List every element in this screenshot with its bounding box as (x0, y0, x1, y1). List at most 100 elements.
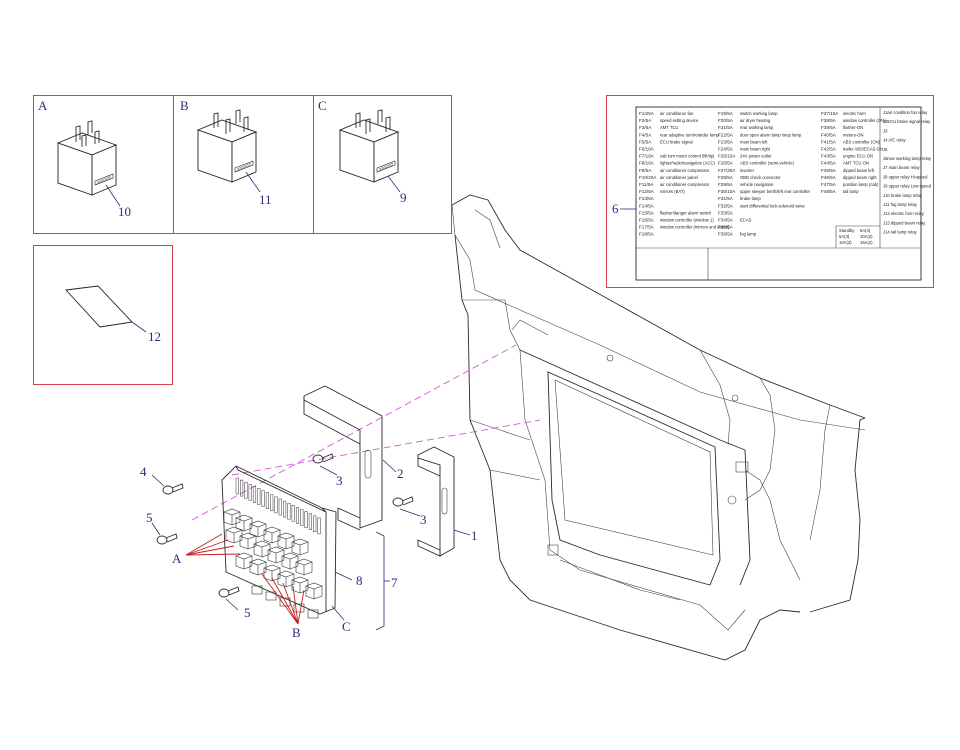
fuse-desc: main beam right (740, 147, 771, 152)
fuse-desc: OBD check connector (740, 175, 781, 180)
fuse-desc: ECAS (740, 218, 752, 223)
relay-icon-a (57, 132, 117, 196)
relay-block (277, 570, 295, 588)
fuse-code: F14/5A (639, 203, 655, 208)
fuse-code: F44/5A (821, 161, 837, 166)
callout-7: 7 (391, 575, 398, 590)
fuse-code: F15/5A (639, 210, 655, 215)
fuse-code: F34/5A (718, 218, 734, 223)
relay-entry: J4 A/C relay (883, 138, 906, 143)
relay-entry: J3 (883, 128, 888, 133)
relay-block (267, 546, 285, 564)
standby-left-1: 10A(3) (839, 240, 852, 245)
fuse-desc: flasher/danger alarm switch (660, 210, 712, 215)
relay-entry: J5 (883, 147, 888, 152)
callout-1: 1 (471, 528, 478, 543)
bracket-1: 1 (417, 446, 478, 557)
screw-4: 4 (140, 464, 184, 495)
fuse-code: F36/5A (718, 232, 734, 237)
fuse-desc: position lamp (cab) (843, 182, 879, 187)
fuse-code: F8/10A (639, 161, 655, 166)
fuse-code: F16/5A (639, 218, 655, 223)
relay-entry: J9 upper relay Low speed (883, 184, 932, 189)
fuse-code: F39/5A (821, 125, 837, 130)
fuse-desc: window controller (ON) (843, 118, 886, 123)
fuse-slot (240, 479, 244, 497)
fuse-slot (261, 490, 265, 507)
callout-2: 2 (397, 466, 404, 481)
relay-entry: J2ECU brake signal relay (883, 119, 931, 124)
relay-entry: J12 electric horn relay (883, 211, 925, 216)
fuse-desc: brake lamp (740, 196, 761, 201)
relay-panel-c: C 9 (313, 95, 452, 234)
callout-10: 10 (118, 204, 131, 219)
fuse-slot (235, 477, 239, 495)
fuse-code: F10/20A (639, 175, 657, 180)
fuse-slot (291, 505, 295, 522)
fuse-code: F35/5A (718, 225, 734, 230)
relay-entry: J1air condition fan relay (883, 110, 928, 115)
fuse-desc: ABS controller (semi-vehicle) (740, 161, 795, 166)
fuse-desc: tail lamp (843, 189, 859, 194)
callout-3b: 3 (420, 512, 427, 527)
fuse-code: F38/5A (821, 118, 837, 123)
callout-4: 4 (140, 464, 147, 479)
fuse-code: F28/5A (718, 175, 734, 180)
fuse-desc: speed setting device (660, 118, 699, 123)
fuse-slot (274, 496, 278, 514)
fuse-desc: 24V power outlet (740, 154, 772, 159)
fuse-code: F30/10A (718, 189, 736, 194)
callout-b: B (292, 625, 301, 640)
fuse-code: F46/5A (821, 175, 837, 180)
fuse-code: F21/5A (718, 125, 734, 130)
fuse-code: F27/20A (718, 168, 736, 173)
fuse-code: F40/5A (821, 132, 837, 137)
callout-11: 11 (259, 192, 272, 207)
assembly-line-2 (231, 419, 541, 476)
screw-5a: 5 (146, 510, 178, 545)
fuse-slot (304, 511, 308, 528)
relay-entry: J11 fog lamp relay (883, 202, 918, 207)
label-strip-panel: 12 (33, 245, 173, 385)
fuse-desc: air conditioner compressor (660, 168, 710, 173)
fuse-desc: window controller (window 1) (660, 218, 714, 223)
relay-block (295, 558, 313, 576)
callout-5a: 5 (146, 510, 153, 525)
fuse-desc: dipped beam right (843, 175, 877, 180)
screw-3a: 3 (312, 453, 343, 488)
fuse-code: F13/5A (639, 196, 655, 201)
connector-port (293, 603, 305, 613)
relay-entry: J13 dipped beam relay (883, 220, 926, 225)
relay-block (281, 552, 299, 570)
fuse-code: F32/5A (718, 203, 734, 208)
callout-12: 12 (148, 329, 161, 344)
standby-value-2: 15A(2) (860, 240, 873, 245)
relay-icon-c (339, 119, 399, 183)
fuse-code: F45/5A (821, 168, 837, 173)
standby-value-0: 5A(4) (860, 228, 871, 233)
fuse-code: F3/5A (639, 125, 652, 130)
fuse-slot (313, 515, 317, 533)
fuse-code: F5/5A (639, 139, 652, 144)
fuse-desc: air conditioner panel (660, 175, 698, 180)
fuse-code: F42/5A (821, 147, 837, 152)
label-strip-icon (65, 285, 133, 328)
callout-3a: 3 (336, 473, 343, 488)
fuse-desc: air dryer heating (740, 118, 771, 123)
fuse-desc: upper sleeper berth/left rear controller (740, 189, 811, 194)
relay-block (223, 508, 241, 526)
fuse-code: F6/10A (639, 147, 655, 152)
fuse-code: F25/10A (718, 154, 736, 159)
screw-3b: 3 (392, 496, 427, 527)
fuse-code: F2/5A (639, 118, 652, 123)
fuse-code: F17/5A (639, 225, 655, 230)
fuse-desc: main beam left (740, 139, 768, 144)
bracket-2: 2 (303, 385, 404, 531)
fuse-desc: cab turn motor control (lift/tip) (660, 154, 715, 159)
fuse-desc: door open alarm lamp /step lamp (740, 132, 802, 137)
cab-frame (451, 194, 866, 661)
